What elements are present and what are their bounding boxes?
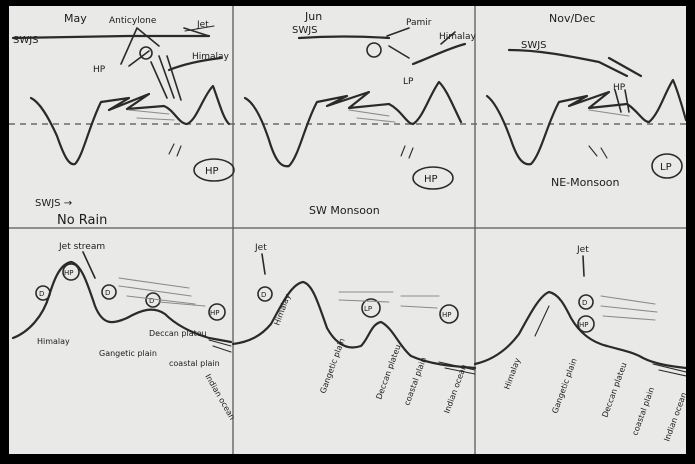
relief-may-ocean: Indian ocean (203, 373, 237, 422)
panel-may-top: May SWJS Anticylone Jet Himalay HP HP SW… (13, 12, 234, 228)
cell-jun-3-label: HP (442, 311, 452, 319)
cell-may-2-label: HP (64, 269, 74, 277)
descending-air-novdec (615, 90, 629, 112)
rising-air-arrows-jun (401, 146, 413, 158)
diagram-canvas: May SWJS Anticylone Jet Himalay HP HP SW… (9, 6, 686, 454)
relief-jun-gangetic: Gangetic plain (318, 337, 346, 395)
descending-air-may (151, 56, 181, 100)
cell-jun-2-label: LP (364, 305, 372, 313)
wind-streaks-novdec (589, 110, 629, 116)
relief-jun-coastal: coastal plain (402, 356, 428, 407)
pamir-label: Pamir (406, 18, 432, 28)
cell-may-3-label: D (105, 289, 110, 297)
anticyclone-label: Anticylone (109, 16, 157, 26)
panel-jun-top: Jun SWJS Pamir Himalay LP HP SW Monsoon (245, 10, 477, 217)
sw-monsoon-caption: SW Monsoon (309, 204, 380, 217)
himalaya-relief-profile-may (31, 86, 229, 164)
lp-label-jun-top: LP (403, 77, 414, 87)
jet-mark-novdec (609, 58, 641, 76)
anticyclone-pointer-lines (121, 28, 159, 66)
cell-may-1-label: D (39, 290, 44, 298)
wind-arrows-may (119, 278, 205, 306)
rising-air-arrows-may (169, 144, 181, 156)
swjs-caption-may: SWJS → (35, 198, 72, 209)
himalay-label-may-top: Himalay (192, 52, 230, 62)
jet-label-jun: Jet (254, 243, 267, 253)
month-label-jun: Jun (304, 10, 322, 23)
pressure-label-jun: HP (424, 174, 438, 185)
relief-profile-jun (233, 282, 475, 368)
grid-lines (9, 6, 686, 454)
relief-jun-deccan: Deccan plateu (374, 343, 402, 400)
relief-novdec-deccan: Deccan plateu (600, 361, 628, 418)
panel-novdec-top: Nov/Dec SWJS HP LP NE-Monsoon (487, 12, 686, 189)
panel-novdec-bottom: Jet D HP Himalay Gangetic plain Deccan p… (475, 245, 686, 443)
pressure-label-may: HP (205, 166, 219, 177)
jet-label-novdec: Jet (576, 245, 589, 255)
relief-novdec-ocean: Indian ocean (662, 391, 686, 442)
relief-may-deccan: Deccan plateu (149, 329, 207, 338)
cell-may-5-label: HP (210, 309, 220, 317)
hp-label-may-top: HP (93, 65, 106, 75)
rising-air-novdec-bottom (535, 306, 549, 336)
pamir-pointer-lines (387, 28, 409, 58)
cell-jun-1-label: D (261, 291, 266, 299)
month-label-novdec: Nov/Dec (549, 12, 595, 25)
pressure-label-novdec: LP (660, 162, 672, 173)
wind-arrows-jun (339, 292, 439, 308)
wind-streaks-jun (349, 110, 395, 122)
swjs-label-jun: SWJS (292, 25, 318, 36)
relief-novdec-himalay: Himalay (502, 357, 522, 391)
pamir-circle (367, 43, 381, 57)
jet-arrow-down-may (83, 252, 95, 278)
jet-stream-line-novdec (509, 50, 627, 76)
relief-novdec-gangetic: Gangetic plain (550, 357, 578, 415)
relief-may-gangetic: Gangetic plain (99, 349, 157, 358)
wind-streaks-may (129, 110, 174, 120)
cell-novdec-2-label: HP (579, 321, 589, 329)
relief-jun-himalay: Himalay (272, 293, 292, 327)
relief-novdec-coastal: coastal plain (630, 386, 656, 437)
cell-novdec-1-label: D (582, 299, 587, 307)
swjs-label-novdec: SWJS (521, 40, 547, 51)
himalaya-relief-profile-novdec (487, 80, 686, 164)
hand-drawn-monsoon-diagram: May SWJS Anticylone Jet Himalay HP HP SW… (9, 6, 686, 454)
month-label-may: May (64, 12, 87, 25)
jet-stream-line-may (13, 36, 209, 38)
jet-arrow-down-jun (262, 254, 265, 274)
no-rain-caption: No Rain (57, 213, 107, 228)
jet-arrow-down-novdec (583, 256, 584, 276)
panel-jun-bottom: Jet D LP HP Himalay Gangetic plain Decca… (233, 243, 475, 415)
relief-may-coastal: coastal plain (169, 359, 220, 368)
relief-jun-ocean: Indian ocean (442, 363, 468, 414)
jet-stream-line-jun (299, 37, 389, 39)
rising-air-arrows-novdec (589, 146, 607, 158)
wind-arrows-novdec (601, 296, 657, 320)
jet-stream-label-may: Jet stream (58, 242, 105, 252)
relief-may-himalay: Himalay (37, 337, 70, 346)
himalaya-front-jun (413, 44, 465, 64)
panel-may-bottom: Jet stream D HP D D HP Himalay Gangetic … (13, 242, 237, 422)
ne-monsoon-caption: NE-Monsoon (551, 176, 620, 189)
